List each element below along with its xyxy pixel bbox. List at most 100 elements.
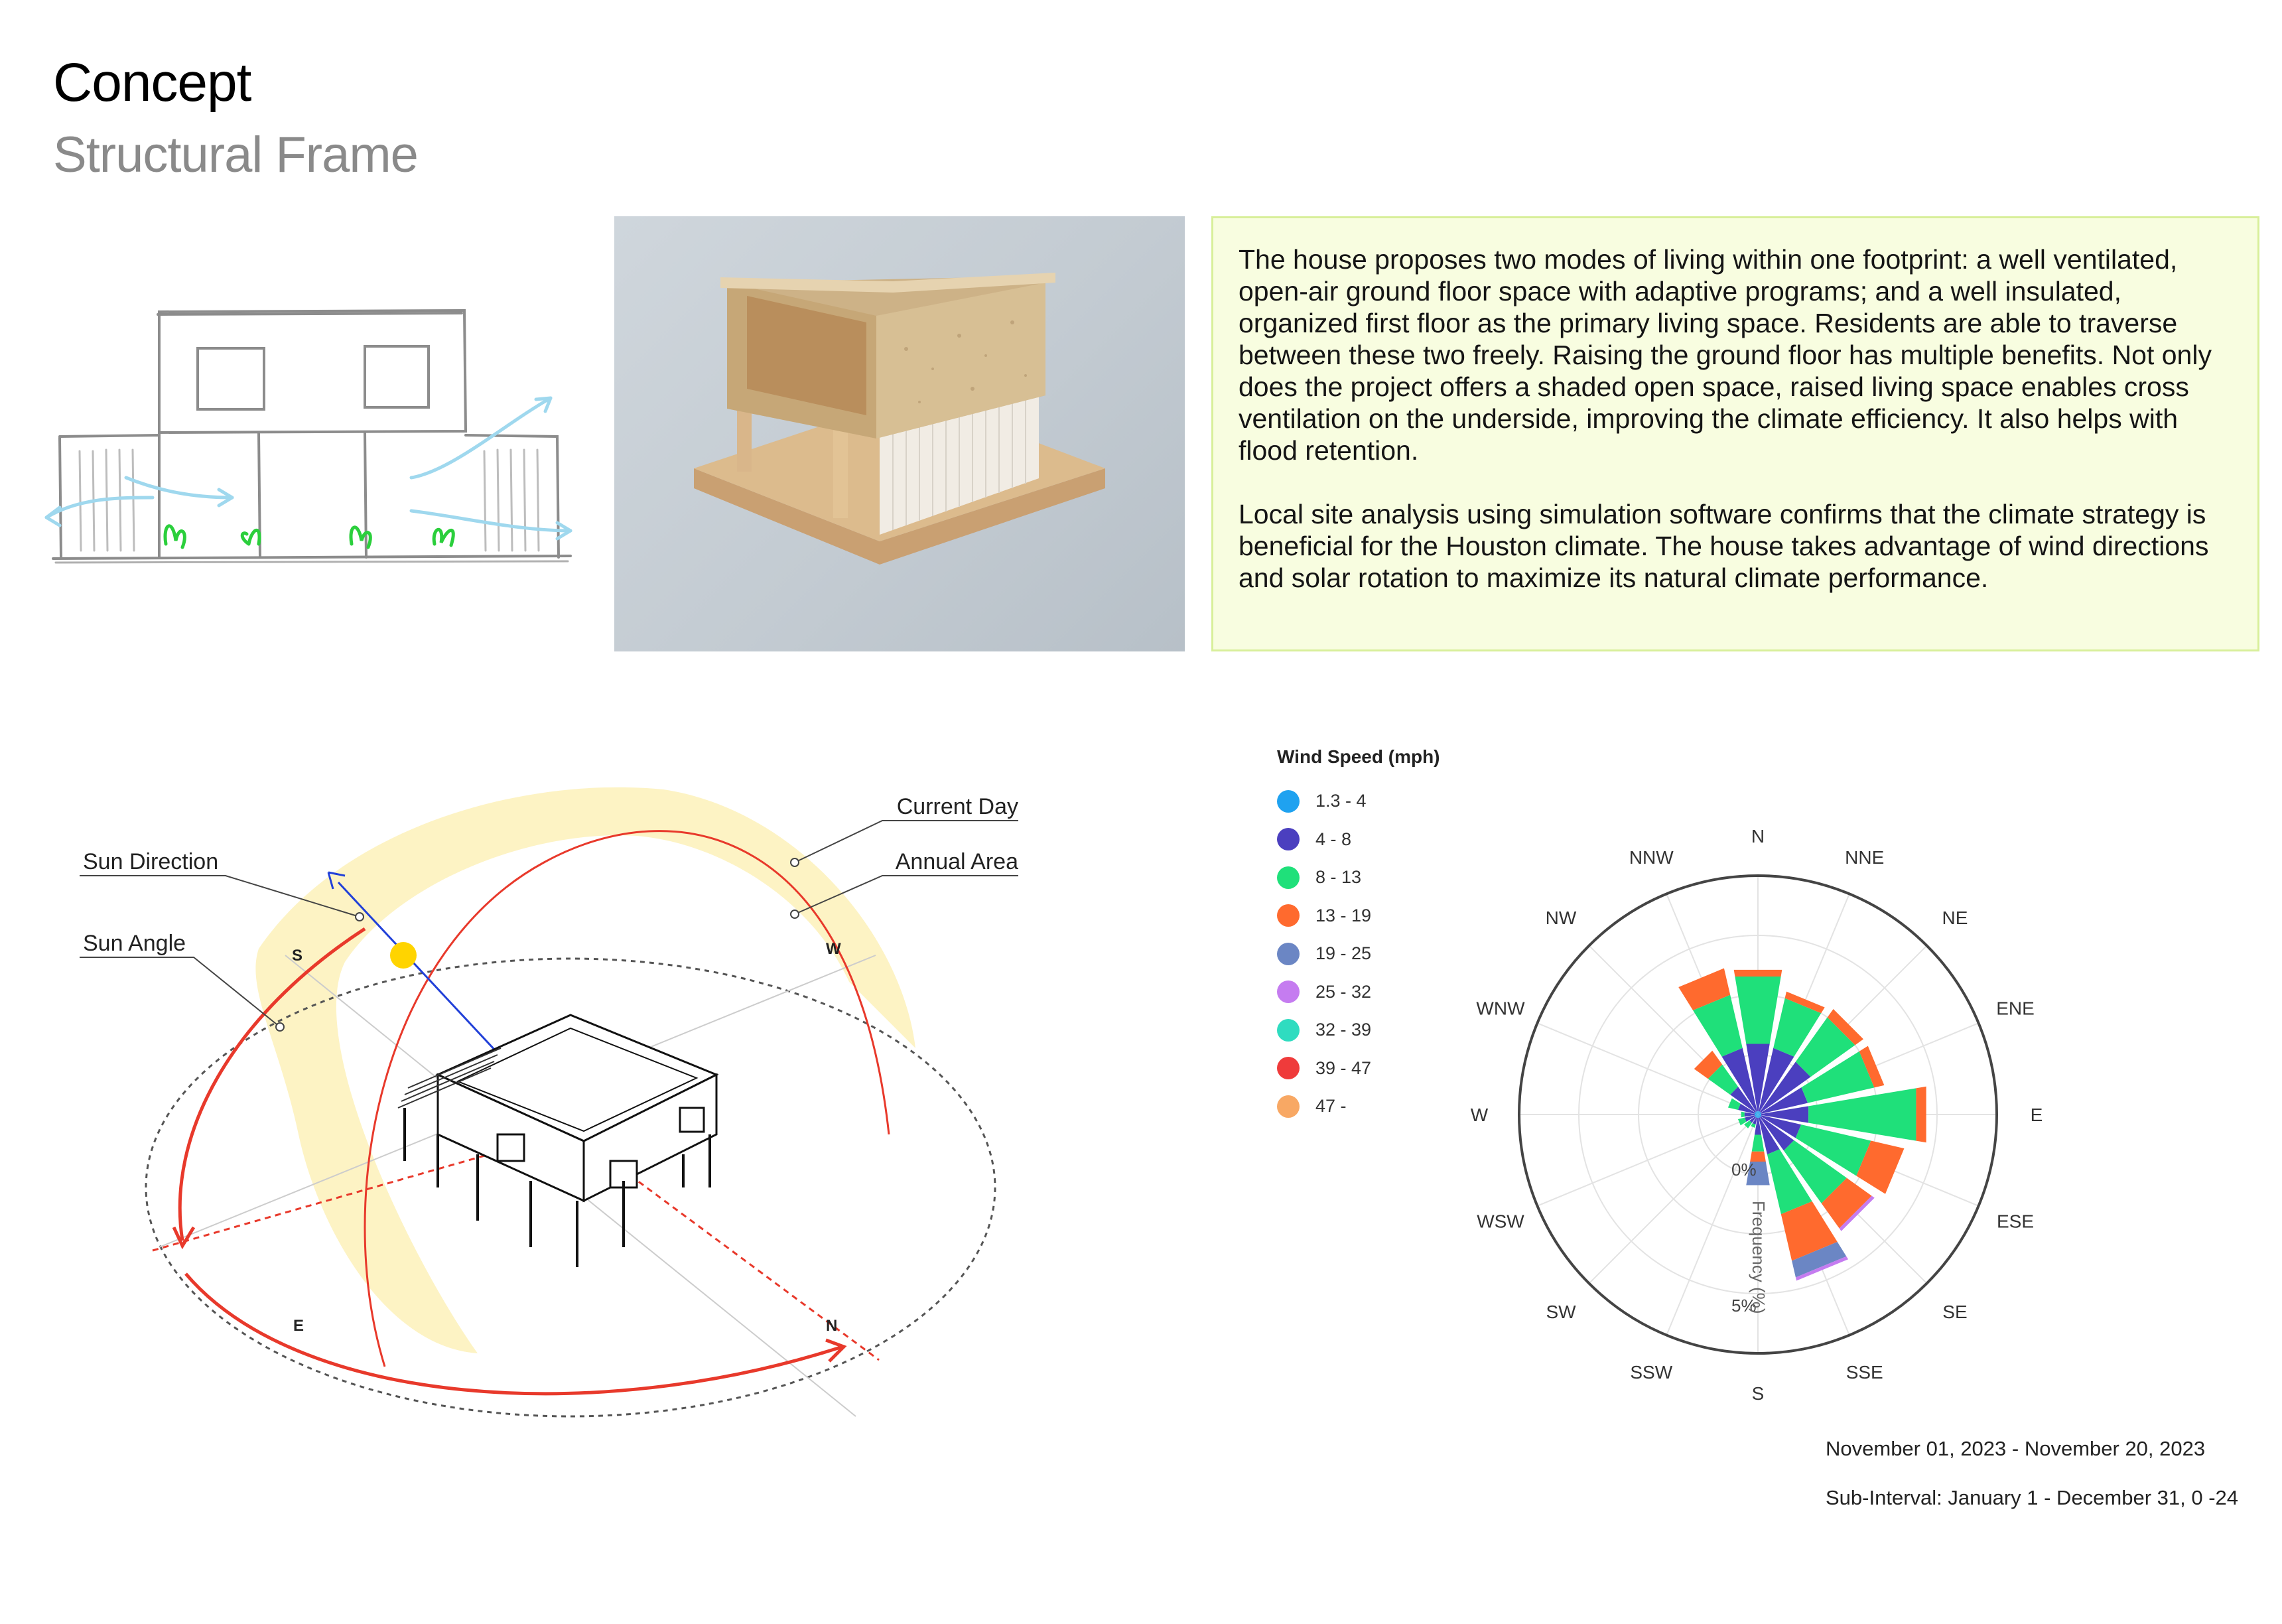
direction-label: ENE: [1996, 998, 2035, 1018]
wind-bar-segment: [1784, 991, 1825, 1014]
wind-bar-segment: [1783, 1140, 1847, 1203]
wind-bar-segment: [1758, 1111, 1760, 1115]
wind-bar-segment: [1758, 1115, 1761, 1118]
wind-bar-segment: [1754, 1114, 1758, 1115]
legend-swatch: [1277, 904, 1300, 927]
wind-bar-segment: [1694, 1050, 1723, 1079]
wind-bar-segment: [1758, 1113, 1762, 1115]
wind-bar-segment: [1761, 1106, 1809, 1123]
wind-bar-segment: [1751, 1123, 1756, 1128]
current-day-arc: [364, 830, 890, 1367]
direction-label: NNW: [1629, 847, 1674, 868]
sub-interval: Sub-Interval: January 1 - December 31, 0…: [1826, 1486, 2239, 1509]
wind-bar-segment: [1737, 1117, 1747, 1126]
wind-bar-segment: [1751, 1134, 1765, 1152]
legend-label: 47 -: [1315, 1096, 1347, 1116]
wind-bar-segment: [1759, 1048, 1794, 1112]
wind-bar-segment: [1749, 1116, 1757, 1123]
wind-bar-segment: [1759, 1061, 1811, 1113]
legend-item: 32 - 39: [1277, 1011, 1542, 1049]
legend-label: 25 - 32: [1315, 981, 1372, 1002]
wind-bar-segment: [1839, 1195, 1875, 1231]
description-paragraph-2: Local site analysis using simulation sof…: [1239, 499, 2209, 593]
wind-bar-segment: [1821, 1178, 1872, 1229]
wind-bar-segment: [1827, 1008, 1864, 1046]
horizon-ellipse: [145, 957, 996, 1418]
wind-bar-segment: [1756, 1115, 1758, 1118]
legend-swatch: [1277, 1018, 1300, 1042]
wind-bar-segment: [1727, 1098, 1741, 1111]
legend-swatch: [1277, 1095, 1300, 1118]
legend-label: 4 - 8: [1315, 829, 1352, 849]
wind-bar-segment: [1795, 1256, 1849, 1281]
grid-spoke: [1537, 1022, 1759, 1115]
wind-bar-segment: [1801, 1051, 1875, 1103]
wind-bar-segment: [1780, 1201, 1838, 1261]
legend-label: 8 - 13: [1315, 867, 1362, 888]
wind-bar-segment: [1758, 1111, 1761, 1115]
wind-bar-segment: [1754, 1113, 1758, 1115]
wind-bar-segment: [1721, 1048, 1757, 1112]
grid-spoke: [1537, 1114, 1759, 1207]
legend-item: 8 - 13: [1277, 858, 1542, 897]
direction-label: NE: [1942, 908, 1968, 928]
legend-swatch: [1277, 828, 1300, 851]
grid-spoke: [1666, 1114, 1759, 1335]
compass-n: N: [826, 1317, 837, 1335]
wind-bar-segment: [1754, 1115, 1758, 1116]
model-illustration: [694, 273, 1105, 565]
wind-bar-segment: [1758, 1114, 1762, 1115]
direction-label: W: [1471, 1105, 1489, 1125]
description-paragraph-1: The house proposes two modes of living w…: [1239, 244, 2212, 466]
date-range: November 01, 2023 - November 20, 2023: [1826, 1437, 2206, 1460]
wind-bar-segment: [1856, 1140, 1905, 1194]
direction-label: WSW: [1477, 1211, 1524, 1232]
direction-label: SSE: [1846, 1362, 1883, 1383]
direction-label: N: [1751, 826, 1765, 846]
wind-bar-segment: [1744, 1115, 1755, 1122]
label-sun-angle: Sun Angle: [83, 931, 186, 956]
wind-bar-segment: [1767, 1149, 1812, 1215]
wind-bar-segment: [1750, 1151, 1766, 1162]
direction-label: SSW: [1630, 1362, 1672, 1383]
wind-bar-segment: [1754, 1118, 1762, 1135]
label-current-day: Current Day: [897, 794, 1018, 819]
legend-item: 39 - 47: [1277, 1049, 1542, 1088]
direction-label: SE: [1942, 1302, 1967, 1322]
wind-bar-segment: [1773, 998, 1822, 1057]
legend-label: 19 - 25: [1315, 943, 1372, 964]
legend-label: 32 - 39: [1315, 1020, 1372, 1040]
wind-bar-segment: [1758, 1115, 1760, 1118]
concept-sketch: [44, 308, 572, 564]
legend-swatch: [1277, 942, 1300, 965]
wind-bar-segment: [1730, 1087, 1757, 1113]
label-sun-direction: Sun Direction: [83, 849, 218, 874]
legend-swatch: [1277, 981, 1300, 1004]
legend-label: 39 - 47: [1315, 1057, 1372, 1078]
legend-item: 25 - 32: [1277, 973, 1542, 1012]
legend-item: 4 - 8: [1277, 821, 1542, 859]
direction-label: WNW: [1476, 998, 1525, 1018]
outer-ring: [1518, 874, 1998, 1355]
radial-label: 0%: [1731, 1160, 1757, 1180]
wind-bar-segment: [1708, 1064, 1739, 1095]
compass-e: E: [293, 1317, 304, 1335]
wind-bar-segment: [1755, 1111, 1758, 1115]
wind-bar-segment: [1746, 1162, 1770, 1185]
radial-label: 5%: [1731, 1296, 1757, 1316]
wind-bar-segment: [1678, 968, 1731, 1010]
direction-label: S: [1752, 1383, 1765, 1404]
wind-bar-segment: [1755, 1115, 1758, 1118]
wind-rose-chart: NNNENEENEEESESESSESSSWSWWSWWWNWNWNNW0%5%…: [1471, 826, 2043, 1404]
legend-item: 19 - 25: [1277, 935, 1542, 973]
legend-label: 1.3 - 4: [1315, 791, 1367, 811]
radial-axis-label: Frequency (%): [1749, 1201, 1769, 1314]
direction-label: E: [2031, 1105, 2043, 1125]
wind-bar-segment: [1916, 1086, 1926, 1143]
wind-bar-segment: [1741, 1111, 1745, 1118]
wind-bar-segment: [1859, 1046, 1885, 1088]
legend-item: 47 -: [1277, 1087, 1542, 1126]
wind-bar-segment: [1808, 1088, 1916, 1141]
wind-bar-segment: [1746, 1044, 1770, 1111]
